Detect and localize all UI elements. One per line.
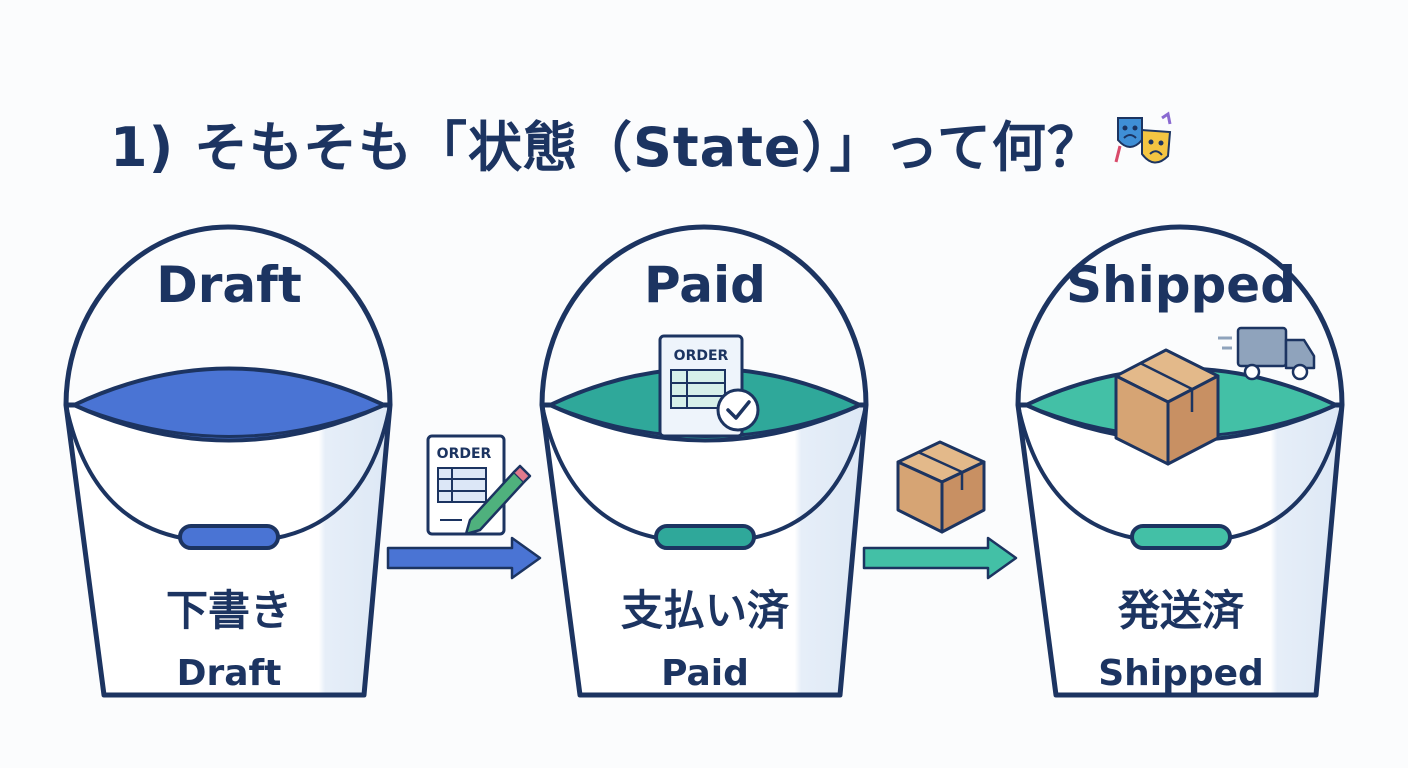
bucket-grip bbox=[178, 524, 280, 550]
state-label-jp: 発送済 bbox=[1118, 586, 1245, 635]
bucket-grip bbox=[1130, 524, 1232, 550]
theater-masks-icon bbox=[1114, 111, 1172, 164]
state-label-jp: 下書き bbox=[166, 586, 292, 635]
state-heading: Paid bbox=[644, 256, 766, 314]
bucket-grip bbox=[654, 524, 756, 550]
order-doc-label: ORDER bbox=[437, 446, 492, 462]
order-doc-label: ORDER bbox=[674, 348, 729, 364]
bucket-handle-arc bbox=[63, 224, 393, 406]
transition-arrow bbox=[862, 536, 1018, 580]
state-label-jp: 支払い済 bbox=[621, 586, 790, 635]
bucket-handle-rope bbox=[1016, 404, 1344, 540]
order-check-icon: ORDER bbox=[658, 334, 760, 438]
bucket-handle-arc bbox=[1015, 224, 1345, 406]
box-truck-icon bbox=[1114, 326, 1316, 466]
page-title-row: 1) そもそも「状態（State）」って何？ bbox=[110, 92, 1310, 192]
order-pencil-icon: ORDER bbox=[426, 434, 532, 536]
state-bucket-paid: Paid 支払い済 Paid ORDER bbox=[539, 224, 869, 698]
state-label-en: Draft bbox=[177, 653, 282, 694]
bucket-handle-arc bbox=[539, 224, 869, 406]
page-title: 1) そもそも「状態（State）」って何？ bbox=[110, 115, 1102, 179]
package-box-icon bbox=[896, 440, 986, 534]
transition-arrow bbox=[386, 536, 542, 580]
transition-draft-to-paid: ORDER bbox=[386, 434, 542, 580]
state-label-en: Shipped bbox=[1098, 653, 1264, 694]
state-bucket-shipped: Shipped 発送済 Shipped bbox=[1015, 224, 1345, 698]
transition-paid-to-shipped bbox=[862, 440, 1018, 580]
state-label-en: Paid bbox=[661, 653, 749, 694]
bucket-handle-rope bbox=[540, 404, 868, 540]
state-bucket-draft: Draft 下書き Draft bbox=[63, 224, 393, 698]
state-heading: Shipped bbox=[1066, 256, 1296, 314]
state-heading: Draft bbox=[156, 256, 302, 314]
bucket-handle-rope bbox=[64, 404, 392, 540]
